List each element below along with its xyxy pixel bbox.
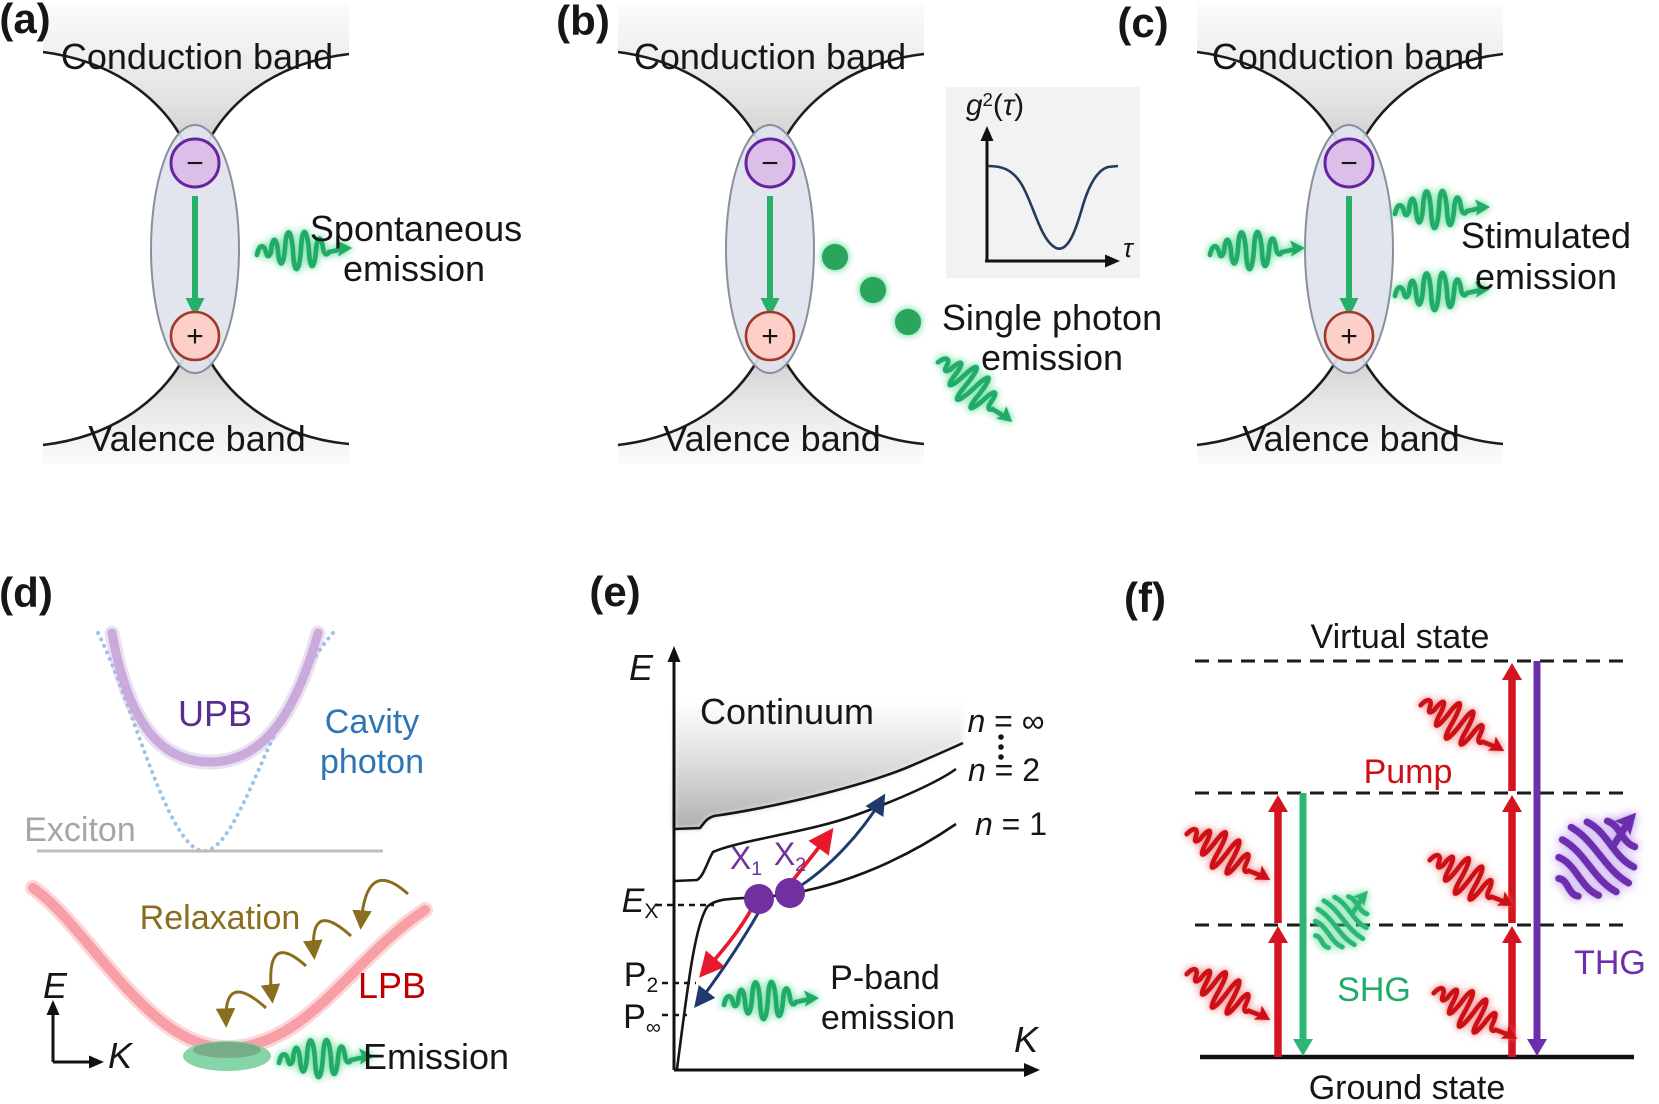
- stimulated-emission-label: Stimulated: [1460, 215, 1632, 256]
- energy-level-ticks: [656, 903, 714, 1017]
- energy-axis-label: E: [42, 965, 68, 1006]
- panel-a-tag: (a): [0, 0, 51, 42]
- panel-c-band-diagram: − +: [1197, 4, 1503, 464]
- exciton-x1-label: X1: [729, 840, 763, 881]
- hole-charge-symbol: +: [761, 320, 779, 353]
- g2-axis-label: g2(τ): [965, 88, 1025, 123]
- continuum-region: [674, 700, 963, 829]
- relaxation-label: Relaxation: [139, 899, 301, 937]
- level-n2-label: n = 2: [967, 752, 1041, 788]
- momentum-axis-label: K: [107, 1035, 133, 1076]
- pump-transition-arrows: [1268, 663, 1522, 1057]
- panel-d-polariton-diagram: [25, 625, 433, 1077]
- exciton-dots: [744, 878, 805, 914]
- single-photon-dots-icon: [822, 244, 921, 335]
- panel-b-band-diagram: − +: [618, 4, 1140, 464]
- thg-label: THG: [1574, 944, 1646, 982]
- level-n1-label: n = 1: [974, 806, 1048, 842]
- continuum-label: Continuum: [699, 691, 875, 732]
- emission-photon-icon: [279, 1040, 374, 1077]
- valence-band-label: Valence band: [88, 418, 306, 459]
- tau-axis-label: τ: [1123, 233, 1133, 263]
- pump-photon-icon: [1179, 955, 1279, 1038]
- virtual-level-lines: [1195, 659, 1630, 927]
- pband-photon-icon: [724, 982, 819, 1019]
- exciton-energy-label: EX: [621, 881, 659, 924]
- pump-photon-icon: [1422, 841, 1522, 924]
- hole-charge-symbol: +: [1340, 320, 1358, 353]
- upb-curve: [104, 625, 326, 770]
- lpb-label: LPB: [357, 965, 427, 1006]
- panel-d-tag: (d): [0, 569, 53, 616]
- conduction-band-label: Conduction band: [60, 36, 334, 77]
- single-photon-emission-label: Single photon: [941, 297, 1163, 338]
- thg-photon-icon: [1539, 788, 1659, 917]
- panel-a-band-diagram: − +: [43, 4, 352, 464]
- ground-state-label: Ground state: [1308, 1069, 1506, 1104]
- conduction-band-label: Conduction band: [1211, 36, 1485, 77]
- spontaneous-emission-label: emission: [342, 248, 486, 289]
- p2-level-label: P2: [623, 955, 659, 998]
- upb-label: UPB: [177, 693, 253, 734]
- shg-photon-icon: [1302, 874, 1389, 961]
- single-photon-emission-label: emission: [980, 337, 1124, 378]
- incoming-photon-icon: [1210, 232, 1305, 269]
- valence-band-label: Valence band: [1242, 418, 1460, 459]
- electron-charge-symbol: −: [1340, 147, 1358, 180]
- level-ellipsis-dots: [998, 734, 1004, 760]
- pump-photon-icon: [1179, 815, 1279, 898]
- exciton-label: Exciton: [24, 811, 136, 849]
- antibunching-curve: [987, 164, 1119, 250]
- panel-b-tag: (b): [556, 0, 610, 44]
- conduction-band-label: Conduction band: [633, 36, 907, 77]
- emission-label: Emission: [362, 1036, 510, 1077]
- panel-f-tag: (f): [1124, 574, 1166, 621]
- exciton-x2-label: X2: [773, 836, 807, 877]
- energy-axis-label: E: [628, 647, 654, 688]
- electron-charge-symbol: −: [761, 147, 779, 180]
- pband-emission-label: emission: [820, 999, 956, 1037]
- electron-charge-symbol: −: [186, 147, 204, 180]
- cavity-photon-label: Cavity: [324, 703, 420, 741]
- panel-c-tag: (c): [1117, 0, 1169, 46]
- pband-emission-label: P-band: [830, 959, 940, 997]
- panel-f-harmonic-generation: [1179, 659, 1659, 1060]
- momentum-axis-label: K: [1013, 1019, 1039, 1060]
- cavity-photon-label: photon: [320, 743, 424, 781]
- exciton-level-curves: [673, 741, 964, 1070]
- stimulated-emission-label: emission: [1474, 256, 1618, 297]
- dispersion-axes: [46, 1000, 104, 1069]
- dispersion-axes: [667, 646, 1040, 1077]
- p-infinity-level-label: P∞: [623, 997, 661, 1040]
- hole-charge-symbol: +: [186, 320, 204, 353]
- spontaneous-emission-label: Spontaneous: [309, 208, 523, 249]
- panel-e-exciton-dispersion: [656, 646, 1040, 1077]
- pump-label: Pump: [1363, 753, 1453, 791]
- shg-label: SHG: [1337, 971, 1411, 1009]
- condensate-ellipse: [183, 1041, 271, 1071]
- level-n-infinity-label: n = ∞: [967, 703, 1045, 739]
- relaxation-arrows: [215, 878, 410, 1028]
- panel-e-tag: (e): [589, 568, 641, 615]
- g2-correlation-inset: [946, 87, 1140, 278]
- valence-band-label: Valence band: [663, 418, 881, 459]
- shg-emission-arrow: [1293, 793, 1313, 1056]
- thg-emission-arrow: [1527, 661, 1547, 1056]
- virtual-state-label: Virtual state: [1310, 618, 1490, 656]
